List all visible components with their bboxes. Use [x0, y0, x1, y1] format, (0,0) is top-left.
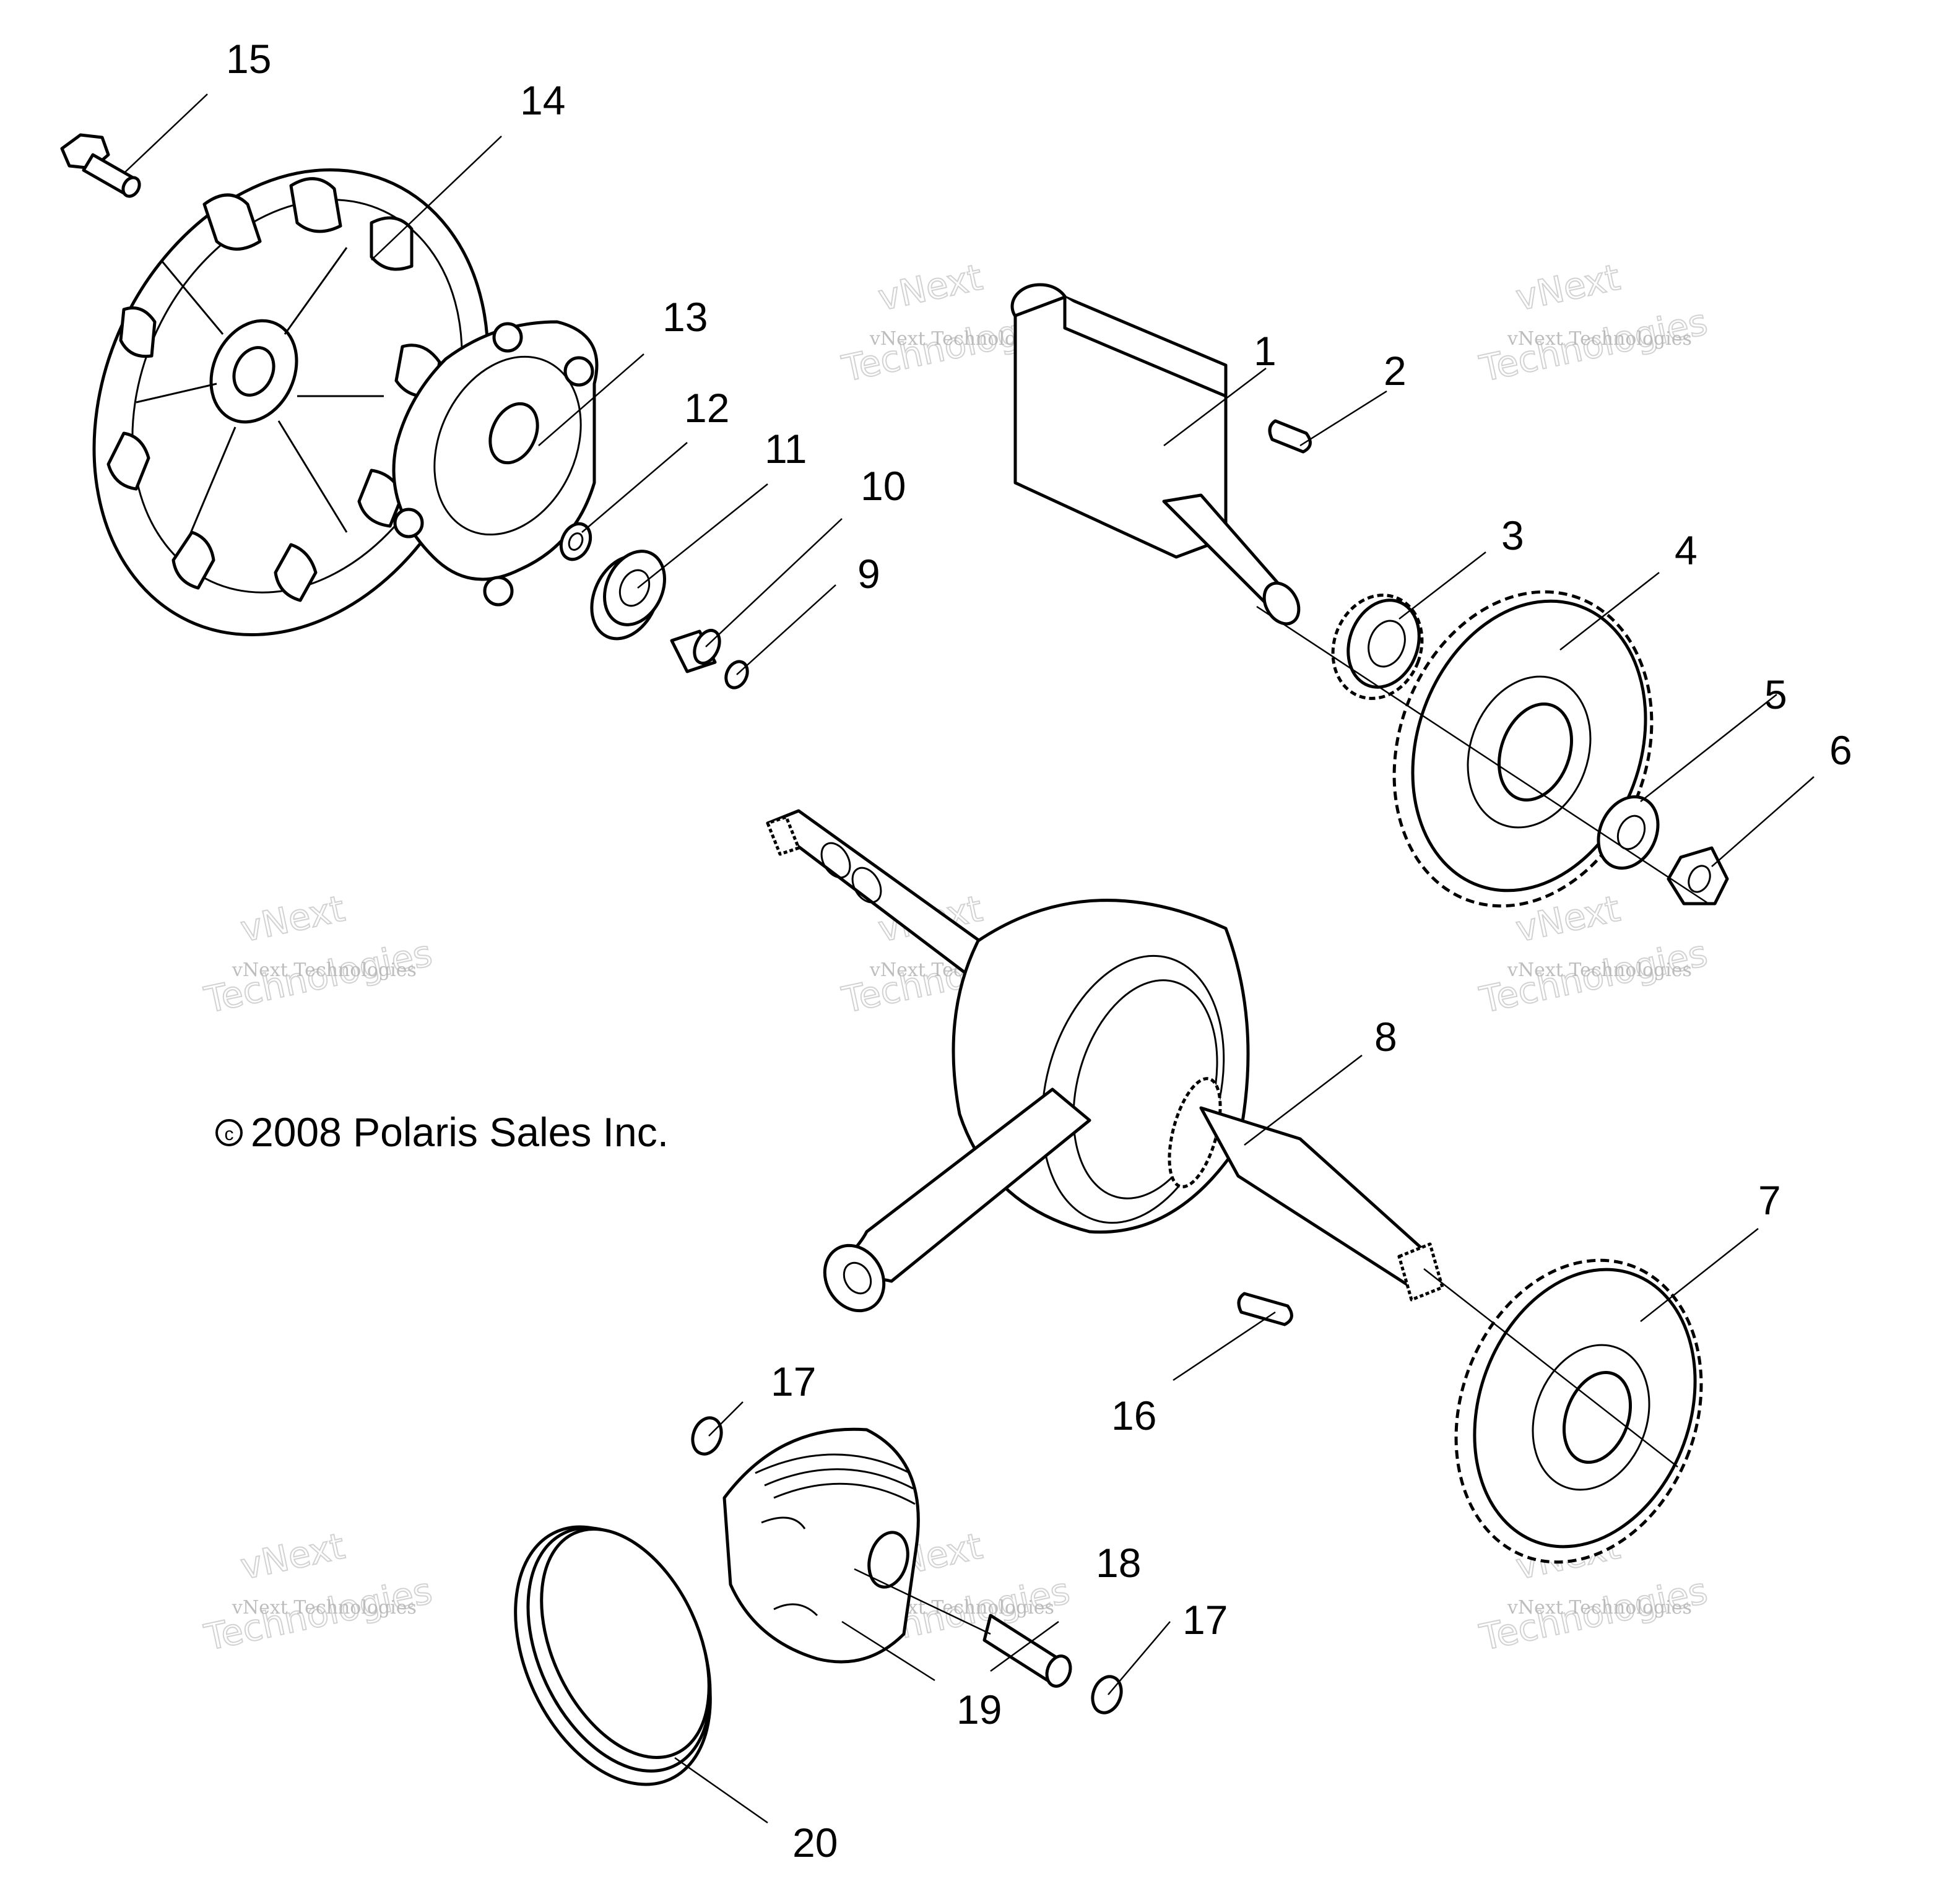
- copyright-text: 2008 Polaris Sales Inc.: [251, 1109, 669, 1155]
- part-20-piston-rings: [514, 1525, 712, 1786]
- callout-5: 5: [1764, 672, 1787, 717]
- copyright-symbol: c: [225, 1124, 234, 1144]
- watermark-technologies: Technologies: [1476, 301, 1711, 390]
- part-12-washer: [559, 522, 592, 561]
- watermark-text: vNext Technologies: [1507, 1597, 1692, 1619]
- callout-12: 12: [684, 385, 729, 431]
- watermark-vnext: vNext: [875, 256, 986, 319]
- callout-6: 6: [1829, 727, 1852, 773]
- part-14-flywheel: [92, 168, 490, 637]
- part-19-piston: [722, 1427, 920, 1664]
- callout-15: 15: [226, 36, 271, 82]
- callout-3: 3: [1501, 512, 1524, 558]
- watermark-text: vNext Technologies: [232, 959, 417, 981]
- callout-10: 10: [861, 463, 906, 509]
- callout-16: 16: [1111, 1393, 1156, 1438]
- watermark-technologies: Technologies: [201, 1570, 436, 1659]
- callout-8: 8: [1374, 1014, 1397, 1060]
- part-13-cover: [392, 320, 599, 607]
- part-7-gear: [1454, 1258, 1703, 1564]
- watermark: vNext vNext Technologies Technologies: [200, 887, 436, 1022]
- part-2-key-pin: [1268, 419, 1312, 454]
- watermark: vNext vNext Technologies Technologies: [1475, 256, 1712, 391]
- callout-numbers: 15 14 13 12 11 10 9 1 2 3 4 5 6 8 7 16 1…: [226, 36, 1852, 1865]
- callout-2: 2: [1384, 348, 1407, 394]
- watermark-vnext: vNext: [237, 1525, 349, 1588]
- part-10-bushing: [670, 629, 721, 673]
- part-1-balance-shaft: [1010, 283, 1301, 626]
- callout-14: 14: [520, 77, 565, 123]
- part-18-wrist-pin: [982, 1614, 1072, 1688]
- watermark-technologies: Technologies: [1476, 1570, 1711, 1659]
- part-3-small-gear: [1331, 594, 1424, 700]
- part-11-bearing: [590, 550, 666, 641]
- part-15-bolt: [60, 133, 141, 198]
- leader-lines: [123, 93, 1815, 1824]
- watermark-technologies: Technologies: [201, 932, 436, 1021]
- callout-4: 4: [1675, 527, 1698, 573]
- callout-13: 13: [662, 294, 708, 340]
- callout-17b: 17: [1182, 1597, 1228, 1643]
- watermark-text: vNext Technologies: [1507, 328, 1692, 350]
- watermark-vnext: vNext: [1512, 256, 1624, 319]
- callout-20: 20: [792, 1820, 838, 1865]
- callout-11: 11: [765, 426, 807, 472]
- part-8-crankshaft: [766, 809, 1444, 1313]
- watermark-vnext: vNext: [237, 888, 349, 951]
- part-17-circlip-a: [691, 1416, 723, 1456]
- callout-19: 19: [956, 1687, 1002, 1732]
- callout-18: 18: [1096, 1540, 1141, 1586]
- copyright-circle-icon: [215, 1119, 243, 1146]
- watermark: vNext vNext Technologies Technologies: [200, 1524, 436, 1659]
- watermark-text: vNext Technologies: [1507, 959, 1692, 981]
- watermark-text: vNext Technologies: [232, 1597, 417, 1619]
- callout-1: 1: [1254, 328, 1277, 374]
- part-16-key-pin: [1237, 1292, 1293, 1326]
- part-4-large-gear: [1392, 590, 1654, 908]
- watermark-technologies: Technologies: [1476, 932, 1711, 1021]
- copyright-notice: c 2008 Polaris Sales Inc.: [215, 1109, 669, 1155]
- part-6-nut: [1667, 846, 1729, 906]
- callout-9: 9: [857, 551, 880, 597]
- callout-17a: 17: [771, 1359, 816, 1404]
- callout-7: 7: [1758, 1177, 1781, 1223]
- part-17-circlip-b: [1091, 1675, 1123, 1714]
